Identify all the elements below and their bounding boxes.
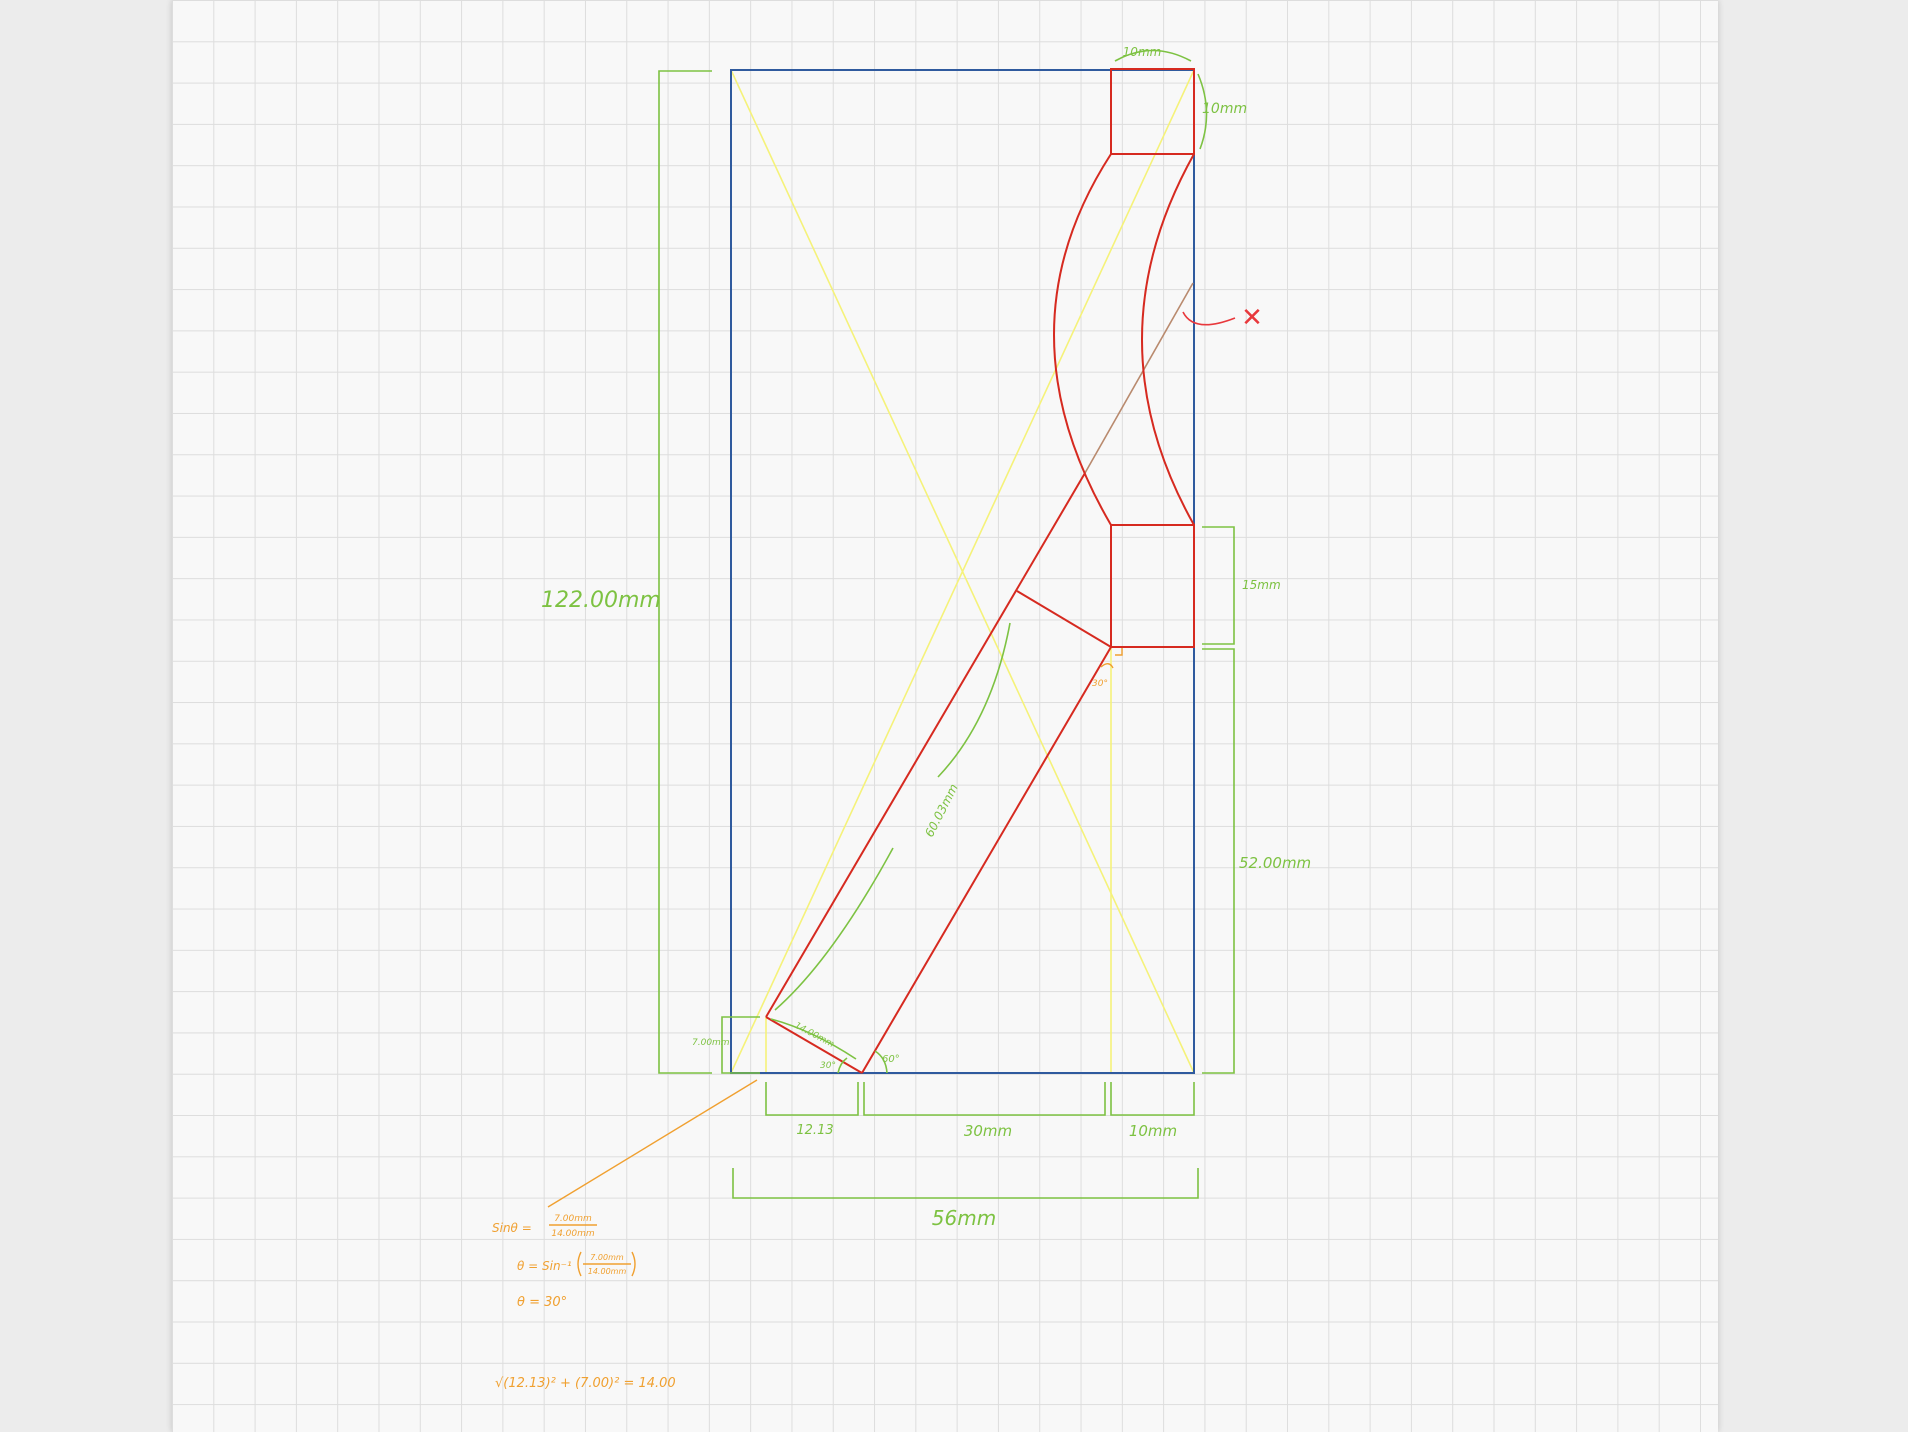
math-line3: θ = 30° xyxy=(517,1295,567,1310)
math-marks xyxy=(547,648,1123,1277)
math-line1-num: 7.00mm xyxy=(554,1214,592,1224)
math-line2-num: 7.00mm xyxy=(590,1253,624,1262)
paren-right xyxy=(631,1251,636,1277)
diagonal-cap xyxy=(1016,590,1112,648)
dim-diagonal-arc-lower xyxy=(774,847,894,1011)
label-bottom-right: 10mm xyxy=(1129,1122,1177,1140)
dim-foot-arc xyxy=(770,1018,857,1060)
dim-bottom-left-bracket xyxy=(765,1082,859,1116)
label-angle-foot-left: 30° xyxy=(820,1061,836,1071)
angle-arc-left xyxy=(837,1057,848,1074)
dim-top-width-arc xyxy=(1114,49,1192,62)
part-profile xyxy=(765,68,1195,1074)
label-lower-height: 52.00mm xyxy=(1239,854,1311,872)
label-angle-foot-right: 60° xyxy=(882,1054,900,1065)
marker-stroke xyxy=(1182,311,1236,326)
label-block-height: 15mm xyxy=(1242,578,1281,592)
dimension-lines xyxy=(658,49,1235,1199)
label-top-height: 10mm xyxy=(1202,101,1247,117)
diagonal-lower xyxy=(861,646,1112,1074)
label-foot-height: 7.00mm xyxy=(692,1038,730,1048)
dim-lower-bracket xyxy=(1202,648,1235,1074)
top-square xyxy=(1110,68,1195,155)
math-line2-lhs: θ = Sin⁻¹ xyxy=(517,1259,572,1273)
label-total-width: 56mm xyxy=(932,1206,996,1230)
dim-diagonal-arc xyxy=(937,622,1011,778)
ray-line xyxy=(1084,282,1194,474)
dim-total-width-bracket xyxy=(732,1168,1199,1199)
guide-lines xyxy=(730,69,1195,1074)
dim-block-bracket xyxy=(1202,526,1235,645)
middle-block xyxy=(1110,524,1195,648)
diagonal-upper xyxy=(765,472,1086,1018)
dim-bottom-mid-bracket xyxy=(863,1082,1106,1116)
label-bottom-mid: 30mm xyxy=(964,1122,1012,1140)
label-top-width: 10mm xyxy=(1123,45,1162,59)
dim-top-height-arc xyxy=(1197,73,1208,150)
dim-height-bracket xyxy=(658,70,712,1074)
outer-curve xyxy=(1053,153,1112,526)
math-line1-lhs: Sinθ = xyxy=(492,1221,532,1235)
math-line1-den: 14.00mm xyxy=(551,1229,595,1239)
paren-left xyxy=(577,1251,582,1277)
right-angle-mark xyxy=(1115,648,1123,656)
angle-arc-right xyxy=(874,1050,888,1074)
technical-drawing: 122.00mm 10mm 10mm 15mm 52.00mm 60.03mm … xyxy=(492,45,1311,1391)
marker-x: ✕ xyxy=(1241,303,1263,333)
label-height: 122.00mm xyxy=(541,588,661,613)
inner-angle-arc xyxy=(1100,663,1114,669)
foot-edge xyxy=(765,1016,863,1074)
guide-diagonal-b xyxy=(730,69,1195,1074)
leader-line xyxy=(547,1079,758,1208)
dim-bottom-right-bracket xyxy=(1110,1082,1195,1116)
math-line4: √(12.13)² + (7.00)² = 14.00 xyxy=(495,1376,676,1391)
math-line2-den: 14.00mm xyxy=(588,1267,627,1276)
grid-paper: 122.00mm 10mm 10mm 15mm 52.00mm 60.03mm … xyxy=(172,0,1718,1432)
label-angle-inner: 30° xyxy=(1092,679,1108,689)
dim-foot-height-bracket xyxy=(721,1016,760,1074)
label-diagonal: 60.03mm xyxy=(922,782,961,840)
inner-curve xyxy=(1141,153,1195,526)
label-bottom-left: 12.13 xyxy=(796,1123,833,1138)
